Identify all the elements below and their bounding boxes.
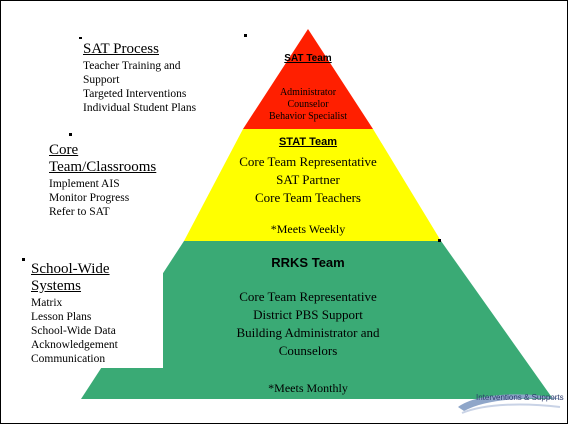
rrks-team-line-4: Counselors bbox=[278, 343, 338, 358]
stat-team-title: STAT Team bbox=[278, 136, 338, 148]
pyramid-tier-bottom bbox=[81, 241, 553, 399]
rrks-team-title: RRKS Team bbox=[271, 255, 345, 270]
swoosh-logo-icon bbox=[458, 394, 562, 414]
school-wide-callout: School-Wide Systems Matrix Lesson Plans … bbox=[27, 259, 163, 368]
core-team-item: Implement AIS bbox=[49, 178, 120, 190]
sat-process-heading: SAT Process bbox=[83, 41, 159, 57]
school-wide-item: Matrix bbox=[31, 297, 63, 309]
core-team-callout: Core Team/Classrooms Implement AIS Monit… bbox=[45, 140, 187, 221]
core-team-item: Monitor Progress bbox=[49, 192, 130, 204]
corner-mark bbox=[79, 37, 82, 40]
stat-team-line-1: Core Team Representative bbox=[239, 154, 377, 169]
pyramid-tier-middle bbox=[184, 129, 441, 241]
school-wide-item: School-Wide Data bbox=[31, 325, 116, 337]
rrks-team-line-3: Building Administrator and bbox=[236, 325, 380, 340]
sat-process-item: Individual Student Plans bbox=[83, 102, 197, 114]
school-wide-item: Communication bbox=[31, 353, 106, 365]
rrks-team-line-1: Core Team Representative bbox=[239, 289, 377, 304]
rrks-team-note: *Meets Monthly bbox=[268, 381, 348, 395]
sat-process-item: Targeted Interventions bbox=[83, 88, 187, 100]
interventions-logo: Interventions & Supports bbox=[456, 389, 564, 417]
school-wide-item: Lesson Plans bbox=[31, 311, 92, 323]
sat-process-item: Teacher Training and bbox=[83, 60, 181, 72]
rrks-team-line-2: District PBS Support bbox=[253, 307, 363, 322]
sat-team-title: SAT Team bbox=[284, 53, 332, 64]
core-team-heading: Core Team/Classrooms bbox=[49, 142, 157, 175]
sat-team-line-1: Administrator bbox=[279, 87, 337, 98]
stat-team-line-2: SAT Partner bbox=[276, 172, 340, 187]
logo-text: Interventions & Supports bbox=[476, 393, 564, 402]
stat-team-note: *Meets Weekly bbox=[270, 222, 346, 236]
corner-mark bbox=[69, 133, 72, 136]
corner-mark bbox=[438, 239, 441, 242]
sat-process-callout: SAT Process Teacher Training and Support… bbox=[79, 39, 219, 117]
corner-mark bbox=[22, 258, 25, 261]
school-wide-heading: School-Wide Systems bbox=[31, 261, 110, 294]
corner-mark bbox=[244, 34, 247, 37]
sat-team-line-2: Counselor bbox=[287, 99, 329, 110]
stat-team-line-3: Core Team Teachers bbox=[255, 190, 361, 205]
pyramid-tier-top bbox=[243, 29, 373, 129]
sat-process-item: Support bbox=[83, 74, 120, 86]
school-wide-item: Acknowledgement bbox=[31, 339, 118, 351]
core-team-item: Refer to SAT bbox=[49, 206, 110, 218]
sat-team-line-3: Behavior Specialist bbox=[268, 111, 348, 122]
